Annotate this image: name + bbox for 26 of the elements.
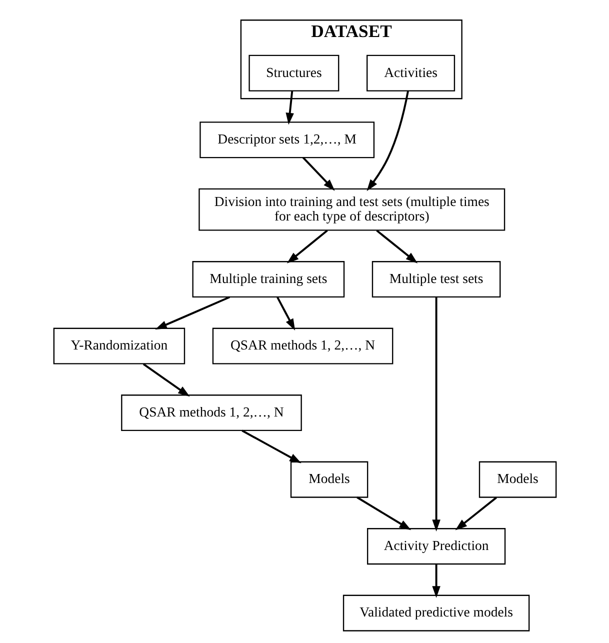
- arrow: [285, 91, 294, 125]
- node-box: Activities: [366, 54, 455, 92]
- arrow: [241, 430, 301, 464]
- arrow: [276, 296, 295, 331]
- node-box: Y-Randomization: [52, 328, 185, 364]
- node-box: Structures: [248, 54, 339, 92]
- arrow: [302, 156, 334, 191]
- arrow: [432, 564, 440, 598]
- node-box: QSAR methods 1, 2,…, N: [120, 394, 302, 432]
- node-box: Activity Prediction: [366, 528, 506, 565]
- node-box: Validated predictive models: [342, 594, 530, 632]
- node-box: QSAR methods 1, 2,…, N: [212, 328, 393, 364]
- node-box: Division into training and test sets (multiple times for each type of descriptors): [198, 188, 505, 231]
- arrow: [142, 363, 190, 397]
- arrow: [376, 230, 418, 264]
- arrow: [356, 496, 411, 530]
- node-box: Descriptor sets 1,2,…, M: [199, 122, 374, 158]
- arrow: [154, 296, 230, 330]
- arrow: [366, 90, 408, 192]
- arrow: [286, 230, 328, 264]
- arrow: [454, 496, 496, 530]
- node-box: Models: [290, 461, 368, 498]
- node-box: Multiple training sets: [192, 261, 344, 298]
- node-box: Multiple test sets: [371, 261, 500, 298]
- arrow: [432, 297, 440, 532]
- node-box: Models: [478, 461, 556, 498]
